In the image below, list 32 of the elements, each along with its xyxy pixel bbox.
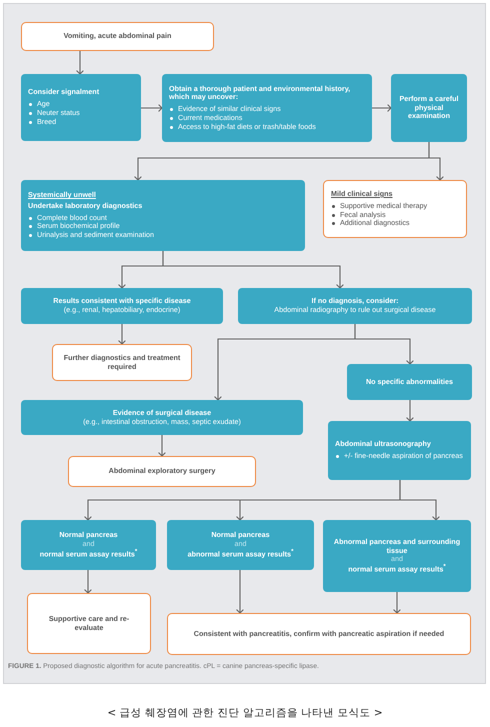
process-box: [328, 421, 471, 480]
outcome-box: [167, 613, 471, 655]
arrow: [141, 104, 163, 112]
process-box: [21, 520, 156, 570]
process-box: [391, 74, 467, 142]
process-box: [21, 400, 303, 435]
outcome-box: [323, 180, 467, 238]
process-box: [21, 288, 223, 324]
process-box: [238, 288, 472, 324]
outcome-box: [52, 344, 192, 381]
outcome-box: [27, 593, 151, 654]
outcome-box: [21, 22, 214, 51]
arrow: [76, 51, 84, 75]
process-box: [162, 74, 372, 142]
arrow: [399, 480, 440, 521]
outcome-box: [68, 456, 256, 487]
arrow: [118, 324, 126, 345]
arrow: [406, 400, 414, 422]
arrow: [236, 570, 244, 614]
process-box: [347, 364, 472, 400]
arrow: [354, 324, 414, 365]
arrow: [392, 592, 402, 614]
arrow: [428, 142, 444, 181]
arrow: [84, 570, 92, 594]
arrow: [158, 435, 166, 457]
arrow: [162, 251, 344, 289]
process-box: [21, 74, 141, 141]
process-box: [323, 520, 471, 592]
caption-text: < 급성 췌장염에 관한 진단 알고리즘을 나타낸 모식도 >: [106, 706, 384, 720]
arrow: [372, 104, 392, 112]
process-box: [21, 180, 305, 251]
process-box: [167, 520, 314, 570]
